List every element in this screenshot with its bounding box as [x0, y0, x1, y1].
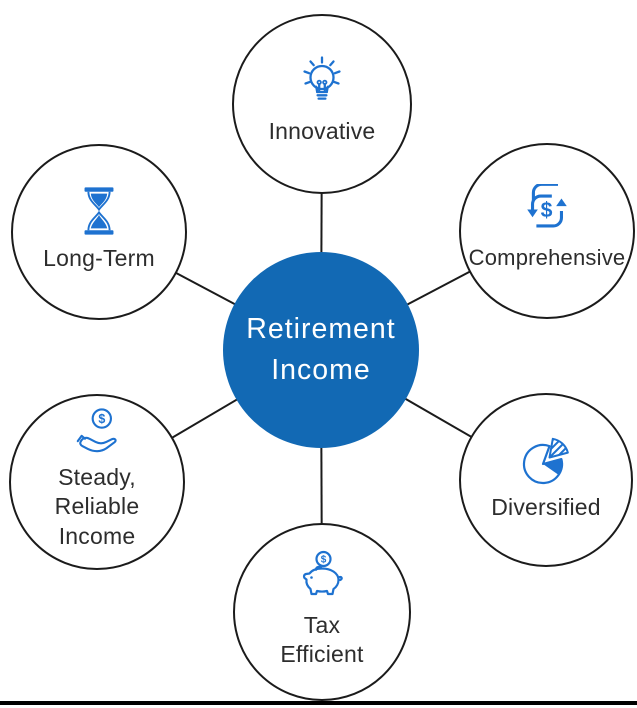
node-label: Long-Term [43, 245, 155, 272]
piggy-bank-coin-icon: $ [294, 549, 350, 605]
lightbulb-idea-icon [294, 55, 350, 111]
node-comprehensive: $ Comprehensive [459, 143, 635, 319]
bottom-border-bar [0, 701, 637, 705]
node-label: Innovative [268, 118, 376, 145]
node-diversified: Diversified [459, 393, 633, 567]
svg-text:$: $ [541, 199, 553, 222]
node-label: Reliable [54, 493, 140, 520]
node-label: Diversified [491, 494, 601, 521]
node-label: Tax [303, 611, 341, 638]
node-label: Income [58, 522, 136, 549]
svg-text:$: $ [321, 554, 327, 565]
pie-chart-icon [518, 431, 574, 487]
hub-label: Retirement [246, 312, 396, 345]
hub-label: Income [271, 354, 371, 386]
node-label: Steady, [58, 463, 136, 490]
node-long-term: Long-Term [11, 144, 187, 320]
node-innovative: Innovative [232, 14, 412, 194]
hub-retirement-income: Retirement Income [223, 252, 419, 448]
hand-coin-icon: $ [70, 407, 124, 457]
hourglass-icon [72, 184, 126, 238]
node-tax-efficient: $ Tax Efficient [233, 523, 411, 701]
svg-text:$: $ [98, 412, 105, 426]
node-label: Comprehensive [468, 244, 626, 270]
node-steady-reliable-income: $ Steady, Reliable Income [9, 394, 185, 570]
node-label: Efficient [280, 641, 364, 667]
dollar-cycle-icon: $ [520, 182, 574, 238]
